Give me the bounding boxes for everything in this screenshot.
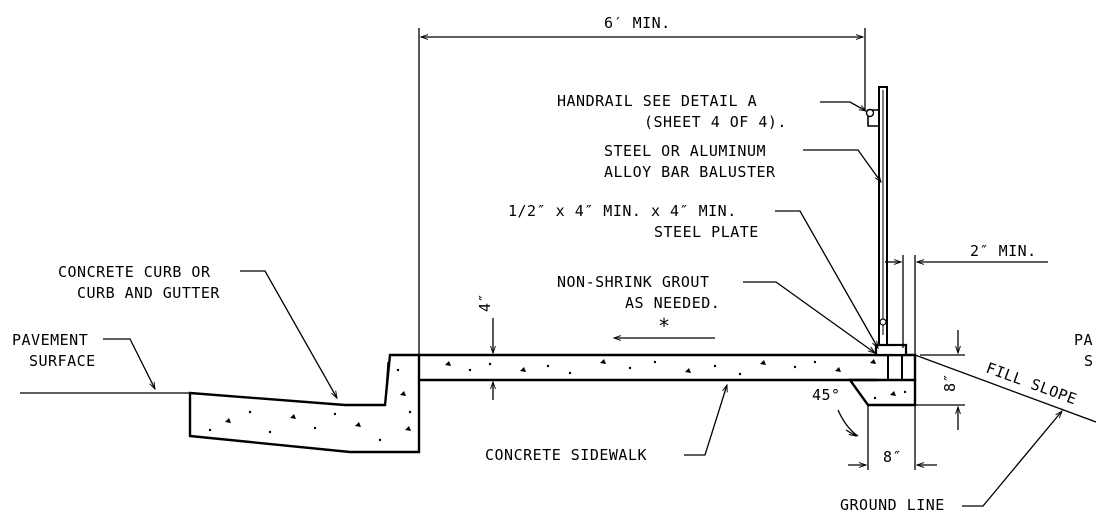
angle-45-arrow (845, 429, 858, 437)
dim-2in-label: 2″ MIN. (970, 242, 1037, 260)
baluster-label-1: STEEL OR ALUMINUM (604, 142, 766, 160)
curb-label-1: CONCRETE CURB OR (58, 263, 211, 281)
steel-plate-leader (775, 210, 879, 350)
pavement-right-label-1: PA (1074, 331, 1093, 349)
handrail-label-1: HANDRAIL SEE DETAIL A (557, 92, 757, 110)
ground-line-label: GROUND LINE (840, 496, 945, 514)
angle-45-arc (837, 409, 859, 437)
pavement-label-2: SURFACE (29, 352, 96, 370)
pavement-right-label-2: S (1084, 352, 1094, 370)
fill-slope-label: FILL SLOPE (984, 359, 1080, 409)
steel-plate-label-2: STEEL PLATE (654, 223, 759, 241)
grout-leader (743, 281, 877, 354)
dim-6ft-label: 6′ MIN. (604, 14, 671, 32)
dim-4in-label: 4″ (476, 293, 494, 312)
concrete-sidewalk-slab (419, 353, 917, 382)
grout-label-1: NON-SHRINK GROUT (557, 273, 710, 291)
pavement-label-1: PAVEMENT (12, 331, 88, 349)
curb-leader (240, 270, 338, 400)
slope-asterisk: * (658, 314, 671, 338)
handrail-leader (820, 101, 868, 112)
sidewalk-leader (684, 383, 728, 456)
baluster-label-2: ALLOY BAR BALUSTER (604, 163, 776, 181)
steel-plate-label-1: 1/2″ x 4″ MIN. x 4″ MIN. (508, 202, 737, 220)
dim-8in-horiz-label: 8″ (883, 448, 902, 466)
ground-line-leader (962, 409, 1063, 507)
sidewalk-label: CONCRETE SIDEWALK (485, 446, 647, 464)
aggregate-pattern (208, 359, 907, 442)
angle-45-label: 45° (812, 386, 841, 404)
baluster-leader (803, 149, 882, 184)
dim-8in-vert-label: 8″ (941, 373, 959, 392)
handrail-post (865, 86, 908, 381)
pavement-leader (103, 338, 156, 391)
handrail-label-2: (SHEET 4 OF 4). (644, 113, 787, 131)
grout-label-2: AS NEEDED. (625, 294, 720, 312)
curb-label-2: CURB AND GUTTER (77, 284, 220, 302)
fill-slope-line (914, 354, 1096, 423)
curb-top-edge (384, 361, 389, 406)
